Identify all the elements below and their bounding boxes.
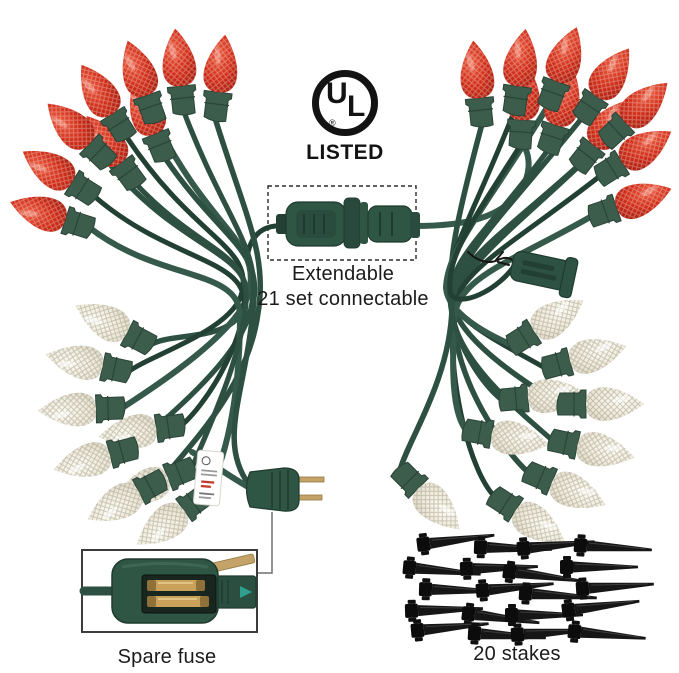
green-wire: [397, 163, 581, 473]
ground-stake: [575, 577, 654, 600]
green-wire: [119, 117, 254, 411]
green-wire: [162, 155, 258, 489]
extendable-line1: Extendable: [291, 263, 395, 285]
white-bulb: [485, 486, 565, 543]
red-bulb: [47, 103, 118, 171]
green-wire: [447, 147, 551, 403]
red-bulb: [593, 131, 672, 188]
stakes-label: 20 stakes: [473, 643, 561, 665]
ground-stake: [560, 556, 638, 578]
ul-certification-tag: [193, 449, 225, 507]
red-bulb: [597, 82, 668, 151]
red-bulb: [502, 28, 537, 117]
white-bulb: [75, 304, 158, 356]
spare-fuse-cartridge: [147, 596, 209, 607]
red-bulb: [22, 151, 103, 206]
ul-mark-icon: U L ®: [312, 70, 378, 136]
power-plug: [193, 449, 325, 512]
white-bulb: [45, 345, 133, 384]
twist-tie: [467, 251, 517, 266]
red-bulb: [587, 183, 672, 228]
white-bulb: [38, 392, 126, 427]
red-bulb: [122, 40, 167, 125]
white-bulb-cluster-bottom-left: [38, 304, 213, 545]
red-bulb: [10, 196, 96, 240]
green-wire: [133, 181, 249, 471]
red-bulb: [572, 48, 630, 127]
extendable-line2: 21 set connectable: [257, 288, 429, 310]
slide-arrow-icon: [240, 586, 252, 598]
white-bulb-cluster-bottom-right: [390, 300, 644, 543]
ground-stake: [561, 598, 640, 622]
spare-fuse-inset: [79, 549, 258, 633]
ground-stake: [573, 534, 652, 557]
female-socket-connector: [509, 250, 579, 299]
red-bulb: [203, 34, 238, 123]
green-wire: [447, 143, 523, 302]
red-bulb: [81, 64, 138, 143]
ul-listed-logo: U L ® LISTED: [301, 70, 389, 165]
red-bulb: [460, 40, 495, 128]
spare-fuse-callout-line: [258, 512, 273, 574]
white-bulb: [541, 339, 627, 380]
white-bulb: [87, 468, 168, 521]
registered-trademark-icon: ®: [329, 118, 336, 128]
red-bulb-cluster-top-left: [10, 28, 238, 240]
white-bulb: [521, 461, 606, 508]
red-bulb: [162, 28, 197, 116]
ul-listed-text: LISTED: [306, 141, 384, 164]
green-wire: [159, 115, 264, 483]
white-bulb: [390, 461, 460, 530]
spare-fuse-label: Spare fuse: [117, 646, 217, 668]
ground-stake: [567, 620, 646, 643]
white-bulb: [461, 418, 549, 455]
red-bulb-cluster-top-right: [460, 27, 672, 228]
white-bulb: [505, 300, 584, 357]
extendable-label: Extendable 21 set connectable: [257, 262, 429, 312]
white-bulb: [53, 436, 139, 477]
red-bulb: [537, 27, 582, 113]
white-bulb: [498, 379, 586, 414]
ul-letter-u: U: [326, 77, 348, 110]
white-bulb: [547, 428, 635, 467]
stakes-pile: [402, 532, 654, 646]
plug-prong: [297, 494, 323, 501]
plug-prong: [297, 476, 325, 483]
ul-letter-l: L: [347, 90, 366, 123]
white-bulb: [556, 387, 644, 421]
extendable-connector: [276, 197, 420, 249]
white-bulb: [98, 413, 186, 448]
ground-stake: [502, 560, 581, 584]
